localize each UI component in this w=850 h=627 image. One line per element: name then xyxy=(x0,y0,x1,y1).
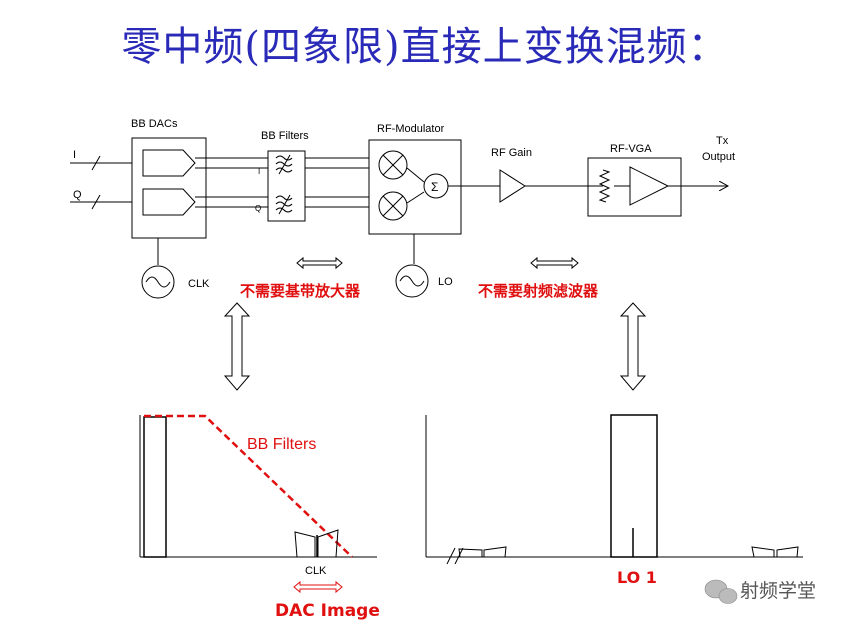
baseband-spectrum xyxy=(139,414,377,558)
rf-modulator-block xyxy=(368,139,462,235)
sum-symbol: Σ xyxy=(431,180,438,194)
rf-vga-block xyxy=(587,157,682,217)
axis-break-1 xyxy=(446,547,456,565)
filter-to-mod-lines xyxy=(305,157,369,208)
rf-modulator-label: RF-Modulator xyxy=(377,123,445,135)
filter-i-icon xyxy=(275,154,293,175)
mixer-i-icon xyxy=(378,150,408,180)
input-i-label: I xyxy=(73,149,76,161)
dac-to-filter-lines xyxy=(195,157,268,208)
input-q-label: Q xyxy=(73,189,82,201)
bb-filter-response xyxy=(144,414,353,558)
filter-i-label: I xyxy=(258,167,260,176)
slide-title: 零中频(四象限)直接上变换混频： xyxy=(121,24,729,70)
note-no-rf-filter: 不需要射频滤波器 xyxy=(478,282,599,300)
clk-label: CLK xyxy=(188,278,210,290)
vertical-arrow-left xyxy=(223,302,251,391)
bb-dacs-label: BB DACs xyxy=(131,118,178,130)
rf-spectrum xyxy=(425,414,803,565)
rf-vga-label: RF-VGA xyxy=(610,143,652,155)
rf-gain-amp-icon xyxy=(499,169,526,203)
bb-filters-curve-label: BB Filters xyxy=(247,436,316,453)
lo-sine-icon xyxy=(399,275,425,287)
wechat-watermark-icon xyxy=(704,579,738,604)
rf-carrier-bar xyxy=(610,414,658,558)
bb-filters-label: BB Filters xyxy=(261,130,309,142)
dac-image-shape xyxy=(294,529,339,558)
dac-q-symbol xyxy=(142,188,196,216)
dac-image-label: DAC Image xyxy=(275,601,380,621)
watermark-text: 射频学堂 xyxy=(740,580,816,602)
bb-dacs-block xyxy=(131,137,207,239)
filter-q-icon xyxy=(275,194,293,215)
rf-gain-label: RF Gain xyxy=(491,147,532,159)
baseband-signal-bar xyxy=(143,416,167,558)
input-i-line xyxy=(70,155,132,171)
double-arrow-rf xyxy=(530,256,579,270)
clk-oscillator-icon xyxy=(141,265,175,299)
filter-q-label: Q xyxy=(255,204,261,213)
dac-image-double-arrow xyxy=(293,580,343,594)
clk-freq-label: CLK xyxy=(305,565,327,577)
attenuator-icon xyxy=(598,169,611,203)
input-q-line xyxy=(70,194,132,210)
lo-oscillator-icon xyxy=(395,264,429,298)
axis-break-2 xyxy=(454,547,464,565)
clk-sine-icon xyxy=(145,276,171,288)
rf-image-right-shape xyxy=(751,546,799,558)
lo-label: LO xyxy=(438,276,453,288)
bb-filters-block xyxy=(267,150,306,222)
lo1-label: LO 1 xyxy=(617,568,657,587)
tx-output-label-2: Output xyxy=(702,151,735,163)
mixer-q-icon xyxy=(378,191,408,221)
vertical-arrow-right xyxy=(619,302,647,391)
tx-output-label-1: Tx xyxy=(716,135,729,147)
note-no-bb-amp: 不需要基带放大器 xyxy=(240,282,361,300)
vga-amp-icon xyxy=(629,166,670,206)
double-arrow-bb xyxy=(296,256,343,270)
rf-image-left-shape xyxy=(458,546,507,558)
dac-i-symbol xyxy=(142,149,196,177)
